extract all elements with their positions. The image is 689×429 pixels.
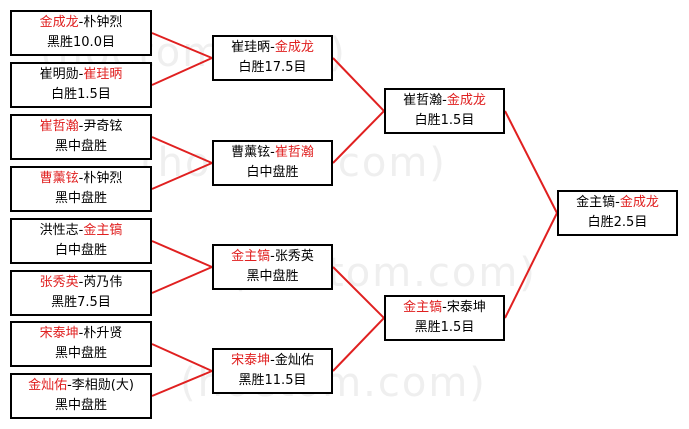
match-result: 黑胜11.5目 [238,373,307,388]
match-box: 宋泰坤-金灿佑 黑胜11.5目 [212,348,333,394]
match-players: 崔珪昞-金成龙 [214,38,331,58]
player-name: 金成龙 [619,195,659,210]
player-name: 金主镐- [576,195,620,210]
connector [332,317,385,372]
connector [332,266,385,319]
match-box: 崔明勋-崔珪昞 白胜1.5目 [10,62,152,108]
player-name: 宋泰坤 [39,326,79,341]
player-name: 金成龙 [39,15,79,30]
player-name: -金灿佑 [270,353,314,368]
player-name: -朴钟烈 [78,15,123,30]
player-name: 金灿佑 [28,378,68,393]
player-name: 崔哲瀚- [403,93,447,108]
match-result: 黑中盘胜 [54,398,107,413]
connector [151,162,213,190]
match-players: 崔明勋-崔珪昞 [12,65,150,85]
match-result: 黑中盘胜 [54,191,107,206]
player-name: -宋泰坤 [442,300,486,315]
match-players: 宋泰坤-朴升贤 [12,324,150,344]
match-players: 洪性志-金主镐 [12,221,150,241]
match-box: 崔珪昞-金成龙 白胜17.5目 [212,35,333,81]
final-match-box: 金主镐-金成龙 白胜2.5目 [557,190,678,236]
connector [151,240,213,268]
match-players: 金成龙-朴钟烈 [12,13,150,33]
match-players: 曹薰铉-崔哲瀚 [214,143,331,163]
player-name: -朴钟烈 [78,171,123,186]
connector [151,32,213,59]
match-box: 金灿佑-李相勋(大) 黑中盘胜 [10,373,152,419]
match-result: 白胜2.5目 [587,215,648,230]
player-name: 宋泰坤 [231,353,271,368]
player-name: -朴升贤 [78,326,123,341]
match-box: 洪性志-金主镐 白中盘胜 [10,218,152,264]
connector [151,57,213,86]
match-players: 崔哲瀚-金成龙 [386,91,503,111]
match-box: 金主镐-宋泰坤 黑胜1.5目 [384,295,505,341]
match-players: 宋泰坤-金灿佑 [214,351,331,371]
player-name: -芮乃伟 [78,275,123,290]
player-name: 金成龙 [274,40,314,55]
match-box: 崔哲瀚-尹奇铉 黑中盘胜 [10,114,152,160]
match-box: 曹薰铉-朴钟烈 黑中盘胜 [10,166,152,212]
match-result: 黑胜1.5目 [414,320,475,335]
match-result: 白胜1.5目 [51,87,111,102]
player-name: 洪性志- [39,223,84,238]
match-players: 金主镐-张秀英 [214,247,331,267]
match-result: 黑胜10.0目 [47,35,115,50]
match-box: 宋泰坤-朴升贤 黑中盘胜 [10,321,152,367]
connector [151,370,213,397]
connector [332,110,385,164]
player-name: 崔珪昞- [231,40,275,55]
player-name: -尹奇铉 [78,119,123,134]
match-box: 金主镐-张秀英 黑中盘胜 [212,244,333,290]
match-result: 黑中盘胜 [54,139,107,154]
connector [504,110,558,214]
player-name: 崔哲瀚 [274,145,314,160]
match-box: 金成龙-朴钟烈 黑胜10.0目 [10,10,152,56]
player-name: 金主镐 [83,223,123,238]
connector [151,136,213,164]
match-result: 黑中盘胜 [54,346,107,361]
connector [504,212,558,319]
match-box: 张秀英-芮乃伟 黑胜7.5目 [10,270,152,316]
match-result: 白中盘胜 [54,243,107,258]
player-name: 曹薰铉 [39,171,79,186]
connector [151,343,213,372]
match-players: 张秀英-芮乃伟 [12,273,150,293]
player-name: 崔珪昞 [83,67,123,82]
connector [332,57,385,112]
match-players: 曹薰铉-朴钟烈 [12,169,150,189]
match-result: 白中盘胜 [246,165,299,180]
match-result: 黑中盘胜 [246,269,299,284]
player-name: 曹薰铉- [231,145,275,160]
match-box: 崔哲瀚-金成龙 白胜1.5目 [384,88,505,134]
player-name: 崔哲瀚 [39,119,79,134]
player-name: -李相勋(大) [67,378,134,393]
match-result: 黑胜7.5目 [51,295,111,310]
player-name: 金主镐 [403,300,443,315]
match-box: 曹薰铉-崔哲瀚 白中盘胜 [212,140,333,186]
match-players: 金灿佑-李相勋(大) [12,376,150,396]
player-name: 金成龙 [446,93,486,108]
player-name: -张秀英 [270,249,314,264]
match-players: 崔哲瀚-尹奇铉 [12,117,150,137]
player-name: 金主镐 [231,249,271,264]
connector [151,266,213,294]
match-players: 金主镐-宋泰坤 [386,298,503,318]
match-result: 白胜17.5目 [238,60,307,75]
player-name: 崔明勋- [39,67,84,82]
player-name: 张秀英 [39,275,79,290]
match-result: 白胜1.5目 [414,113,475,128]
match-players: 金主镐-金成龙 [559,193,676,213]
